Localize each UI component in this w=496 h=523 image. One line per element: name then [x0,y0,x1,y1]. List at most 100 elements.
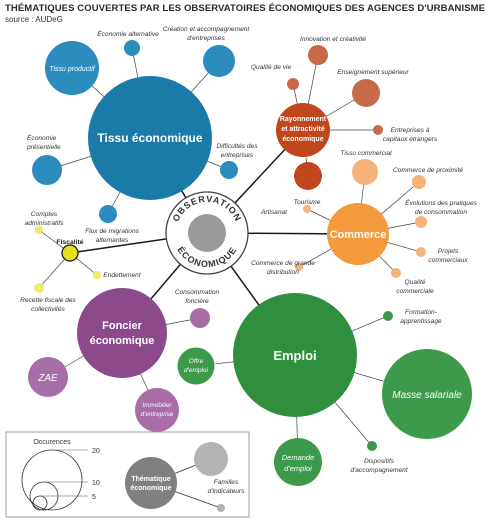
theme-rayonnement-label-2: et attractivité [281,126,325,133]
indicator-economie-alternative-label: Économie alternative [97,29,159,38]
indicator-immobilier-label-1: Immobilier [142,402,172,409]
legend-value-20: 20 [92,448,100,455]
indicator-endettement-label: Endettement [103,272,142,279]
indicator-comptes-administratifs [35,226,43,234]
indicator-evolutions-label-1: Évolutions des pratiques [405,198,478,207]
indicator-projets-commerciaux [416,247,426,257]
indicator-consommation-label-1: Consommation [175,289,220,296]
indicator-artisanat [303,205,311,213]
page-title: THÉMATIQUES COUVERTES PAR LES OBSERVATOI… [5,3,486,14]
indicator-dispositifs-label-1: Dispositifs [364,458,395,465]
legend-theme-label-2: économique [130,485,171,492]
legend-theme-circle [125,457,177,509]
theme-commerce [327,203,389,265]
indicator-grande-distribution-label-2: distribution [267,269,299,276]
theme-rayonnement-label-1: Rayonnement [280,116,327,123]
indicator-economie-presentielle [32,155,62,185]
indicator-zae-label: ZAE [37,373,58,384]
indicator-grande-distribution-label-1: Commerce de grande [251,260,315,267]
indicator-offre-label-1: Offre [189,358,204,365]
theme-rayonnement [276,103,330,157]
indicator-capitaux-label-2: capitaux étrangers [383,136,438,143]
indicator-enseignement [352,79,380,107]
indicator-recette-label-1: Recette fiscale des [20,297,76,304]
indicator-zae [28,357,68,397]
indicator-entreprises-capitaux [373,125,383,135]
indicator-tourisme-label: Tourisme [294,199,321,206]
theme-rayonnement-label-3: économique [282,136,323,143]
theme-fiscalite-label: Fiscalité [56,239,83,246]
center-inner-circle [188,214,226,252]
indicator-creation-label-2: d'entreprises [187,35,225,42]
theme-emploi [233,293,357,417]
indicator-demande-emploi [274,438,322,486]
indicator-tissu-productif-label: Tissu productif [49,66,96,73]
legend-family-circle-large [194,442,228,476]
indicator-flux-label-1: Flux de migrations [85,228,140,235]
indicator-dispositifs-label-2: d'accompagnement [350,467,409,474]
indicator-immobilier-label-2: d'entreprise [141,411,174,418]
theme-tissu-label: Tissu économique [97,131,202,145]
indicator-offre-emploi [176,346,216,386]
indicator-qualite-commerciale [391,268,401,278]
indicator-innovation-label: Innovation et créativité [300,36,366,43]
theme-foncier-label-2: économique [90,335,155,347]
legend-title: Occurences [33,439,71,446]
indicator-economie-presentielle-label-2: présentielle [26,144,61,151]
indicator-economie-presentielle-label-1: Économie [27,133,57,142]
indicator-difficultes-label-2: entreprises [221,152,254,159]
indicator-projets-label-1: Projets [438,248,459,255]
theme-emploi-label: Emploi [273,348,316,363]
indicator-qualite-commerciale-label-1: Qualité [405,279,426,286]
indicator-formation-label-2: apprentissage [400,318,442,325]
indicator-qualite-commerciale-label-2: commerciale [396,288,434,295]
indicator-enseignement-label: Enseignement supérieur [337,69,409,76]
indicator-artisanat-label: Artisanat [260,209,288,216]
legend-value-10: 10 [92,480,100,487]
legend-family-circle-small [217,504,225,512]
indicator-tourisme [294,162,322,190]
legend-theme-label-1: Thématique [131,476,170,483]
indicator-grande-distribution [295,263,303,271]
indicator-comptes-label-2: administratifs [25,220,65,227]
indicator-evolutions-pratiques [415,216,427,228]
indicator-tissu-commercial [352,159,378,185]
indicator-qualite-vie-label: Qualité de vie [251,64,292,71]
indicator-commerce-proximite-label: Commerce de proximité [393,167,463,174]
indicator-tissu-commercial-label: Tissu commercial [340,150,392,157]
indicator-evolutions-label-2: de consommation [415,209,467,216]
indicator-immobilier-entreprise [135,388,179,432]
indicator-demande-label-1: Demande [282,453,315,462]
theme-foncier [77,288,167,378]
indicator-consommation-fonciere [190,308,210,328]
legend-value-5: 5 [92,494,96,501]
theme-foncier-label-1: Foncier [102,320,142,332]
indicator-offre-label-2: d'emploi [184,367,209,374]
indicator-commerce-proximite [412,175,426,189]
theme-commerce-label: Commerce [330,229,387,241]
indicator-flux-migrations [99,205,117,223]
indicator-innovation [308,45,328,65]
indicator-demande-label-2: d'emploi [284,464,312,473]
indicator-tissu-productif [45,41,99,95]
indicator-endettement [93,271,101,279]
indicator-creation-entreprises [203,45,235,77]
indicator-capitaux-label-1: Entreprises à [391,127,430,134]
indicator-masse-salariale-label: Masse salariale [392,390,462,401]
theme-tissu-economique [88,76,212,200]
indicator-recette-label-2: collectivités [31,306,65,313]
indicator-flux-label-2: alternantes [96,237,129,244]
legend-families-label-2: d'indicateurs [208,488,246,495]
indicator-comptes-label-1: Comptes [31,211,58,218]
legend-families-label-1: Familles [214,479,239,486]
indicator-masse-salariale [382,349,472,439]
indicator-formation [383,311,393,321]
indicator-qualite-vie [287,78,299,90]
indicator-projets-label-2: commerciaux [428,257,468,264]
legend: Occurences 20 10 5 Thématique économique… [5,431,250,518]
indicator-creation-label-1: Création et accompagnement [163,26,251,33]
indicator-formation-label-1: Formation- [405,309,438,316]
indicator-dispositifs [367,441,377,451]
indicator-recette-fiscale [34,283,44,293]
